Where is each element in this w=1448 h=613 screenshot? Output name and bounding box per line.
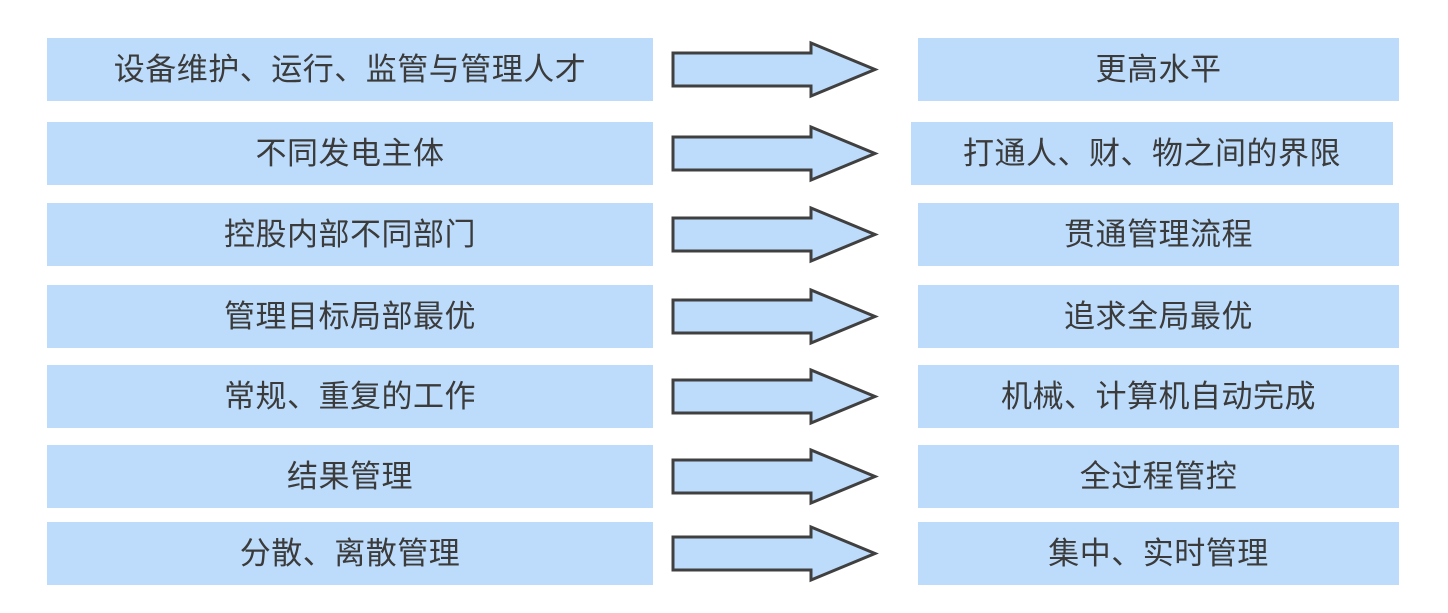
flow-row: 不同发电主体 打通人、财、物之间的界限 bbox=[0, 122, 1448, 185]
current-state-label: 设备维护、运行、监管与管理人才 bbox=[113, 52, 587, 87]
target-state-box[interactable]: 追求全局最优 bbox=[918, 285, 1399, 348]
target-state-box[interactable]: 更高水平 bbox=[918, 38, 1399, 101]
target-state-label: 贯通管理流程 bbox=[1064, 217, 1253, 252]
flow-row: 设备维护、运行、监管与管理人才 更高水平 bbox=[0, 38, 1448, 101]
arrow-right-icon bbox=[671, 524, 879, 583]
arrow-right-icon bbox=[671, 205, 879, 264]
target-state-box[interactable]: 机械、计算机自动完成 bbox=[918, 365, 1399, 428]
current-state-label: 结果管理 bbox=[287, 459, 413, 494]
flow-row: 控股内部不同部门 贯通管理流程 bbox=[0, 203, 1448, 266]
target-state-box[interactable]: 贯通管理流程 bbox=[918, 203, 1399, 266]
target-state-label: 追求全局最优 bbox=[1064, 299, 1253, 334]
flow-row: 常规、重复的工作 机械、计算机自动完成 bbox=[0, 365, 1448, 428]
arrow-right-icon bbox=[671, 124, 879, 183]
current-state-label: 不同发电主体 bbox=[255, 136, 445, 171]
current-state-label: 分散、离散管理 bbox=[239, 536, 461, 571]
current-state-box[interactable]: 管理目标局部最优 bbox=[47, 285, 653, 348]
current-state-label: 管理目标局部最优 bbox=[224, 299, 476, 334]
arrow-right-icon bbox=[671, 447, 879, 506]
target-state-label: 集中、实时管理 bbox=[1048, 536, 1269, 571]
target-state-label: 打通人、财、物之间的界限 bbox=[963, 136, 1341, 171]
arrow-right-icon bbox=[671, 287, 879, 346]
target-state-label: 全过程管控 bbox=[1079, 459, 1238, 494]
current-state-box[interactable]: 分散、离散管理 bbox=[47, 522, 653, 585]
arrow-right-icon bbox=[671, 367, 879, 426]
target-state-label: 机械、计算机自动完成 bbox=[1001, 379, 1316, 414]
flow-row: 结果管理 全过程管控 bbox=[0, 445, 1448, 508]
current-state-label: 常规、重复的工作 bbox=[224, 379, 476, 414]
current-state-box[interactable]: 结果管理 bbox=[47, 445, 653, 508]
current-state-label: 控股内部不同部门 bbox=[224, 217, 476, 252]
target-state-box[interactable]: 全过程管控 bbox=[918, 445, 1399, 508]
current-state-box[interactable]: 控股内部不同部门 bbox=[47, 203, 653, 266]
target-state-label: 更高水平 bbox=[1095, 52, 1222, 87]
current-state-box[interactable]: 设备维护、运行、监管与管理人才 bbox=[47, 38, 653, 101]
flow-row: 管理目标局部最优 追求全局最优 bbox=[0, 285, 1448, 348]
current-state-box[interactable]: 常规、重复的工作 bbox=[47, 365, 653, 428]
current-state-box[interactable]: 不同发电主体 bbox=[47, 122, 653, 185]
target-state-box[interactable]: 集中、实时管理 bbox=[918, 522, 1399, 585]
arrow-right-icon bbox=[671, 40, 879, 99]
target-state-box[interactable]: 打通人、财、物之间的界限 bbox=[911, 122, 1393, 185]
flow-row: 分散、离散管理 集中、实时管理 bbox=[0, 522, 1448, 585]
